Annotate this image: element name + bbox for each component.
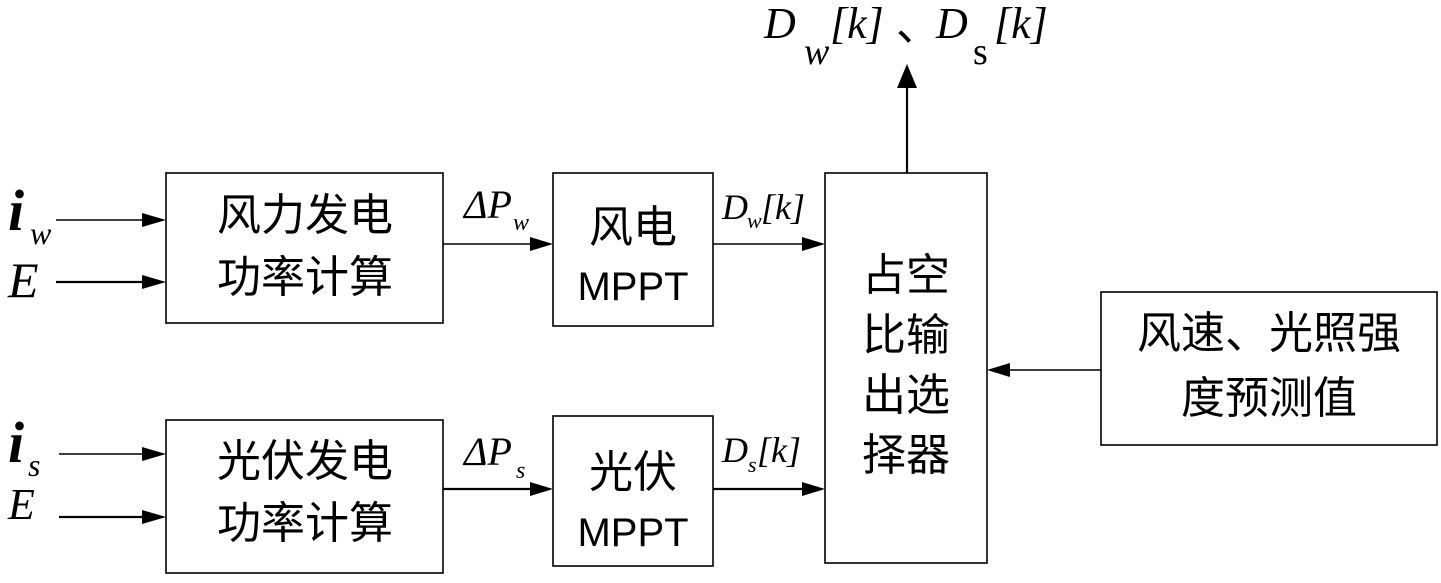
selector-line2: 比输 bbox=[862, 310, 950, 361]
wind-power-calc-line2: 功率计算 bbox=[217, 252, 393, 303]
delta-pw-prefix: ΔP bbox=[462, 182, 512, 227]
input-is-label: i s bbox=[8, 410, 40, 483]
dw-subscript: w bbox=[747, 208, 762, 233]
prediction-line2: 度预测值 bbox=[1181, 373, 1357, 424]
ds-subscript: s bbox=[748, 452, 757, 477]
delta-ps-label: ΔP s bbox=[462, 429, 525, 484]
prediction-block: 风速、光照强 度预测值 bbox=[1100, 291, 1438, 446]
is-symbol: i bbox=[8, 410, 24, 475]
ds-index: [k] bbox=[757, 430, 801, 470]
pv-power-calc-line2: 功率计算 bbox=[217, 498, 393, 549]
pv-power-calc-block: 光伏发电 功率计算 bbox=[165, 419, 444, 574]
prediction-arrowhead-icon bbox=[987, 363, 1010, 377]
selector-line3: 出选 bbox=[862, 370, 950, 421]
is-arrowhead-icon bbox=[142, 447, 166, 461]
pv-mppt-block: 光伏 MPPT bbox=[552, 415, 714, 567]
selector-line1: 占空 bbox=[862, 250, 950, 301]
dw-arrowhead-icon bbox=[802, 237, 825, 251]
pv-power-calc-line1: 光伏发电 bbox=[217, 436, 393, 487]
ds-base: D bbox=[721, 430, 748, 470]
iw-subscript: w bbox=[30, 215, 52, 251]
output-label: D w [k] 、 D s [k] bbox=[763, 0, 1048, 73]
output-dw-base: D bbox=[763, 0, 796, 48]
dw-index: [k] bbox=[761, 187, 805, 227]
wind-mppt-line2: MPPT bbox=[577, 265, 688, 309]
delta-ps-arrowhead-icon bbox=[530, 482, 553, 496]
output-ds-index: [k] bbox=[994, 0, 1048, 48]
dw-base: D bbox=[721, 187, 748, 227]
input-e-wind-label: E bbox=[7, 252, 39, 308]
output-ds-base: D bbox=[935, 0, 968, 48]
pv-mppt-line1: 光伏 bbox=[589, 447, 677, 498]
input-e-pv-label: E bbox=[7, 480, 35, 529]
output-dw-index: [k] bbox=[830, 0, 884, 48]
is-subscript: s bbox=[28, 447, 40, 483]
ds-arrowhead-icon bbox=[802, 482, 825, 496]
iw-symbol: i bbox=[8, 178, 24, 243]
wind-power-calc-block: 风力发电 功率计算 bbox=[165, 172, 444, 324]
wind-mppt-line1: 风电 bbox=[589, 202, 677, 253]
output-dw-subscript: w bbox=[804, 31, 830, 73]
wind-power-calc-line1: 风力发电 bbox=[217, 190, 393, 241]
output-arrowhead-icon bbox=[897, 64, 917, 88]
delta-pw-arrowhead-icon bbox=[530, 237, 553, 251]
prediction-line1: 风速、光照强 bbox=[1137, 308, 1401, 359]
e-pv-arrowhead-icon bbox=[142, 510, 166, 524]
wind-mppt-block: 风电 MPPT bbox=[552, 172, 714, 327]
ds-k-label: D s [k] bbox=[721, 430, 801, 477]
e-wind-arrowhead-icon bbox=[142, 275, 166, 289]
duty-selector-block: 占空 比输 出选 择器 bbox=[824, 172, 988, 564]
delta-ps-subscript: s bbox=[516, 458, 525, 484]
input-iw-label: i w bbox=[8, 178, 52, 251]
delta-ps-prefix: ΔP bbox=[462, 429, 512, 474]
selector-line4: 择器 bbox=[862, 430, 950, 481]
delta-pw-label: ΔP w bbox=[462, 182, 529, 236]
dw-k-label: D w [k] bbox=[721, 187, 805, 233]
output-separator: 、 bbox=[896, 0, 940, 51]
output-ds-subscript: s bbox=[973, 31, 988, 73]
iw-arrowhead-icon bbox=[142, 213, 166, 227]
pv-mppt-line2: MPPT bbox=[577, 511, 688, 555]
delta-pw-subscript: w bbox=[513, 210, 529, 236]
